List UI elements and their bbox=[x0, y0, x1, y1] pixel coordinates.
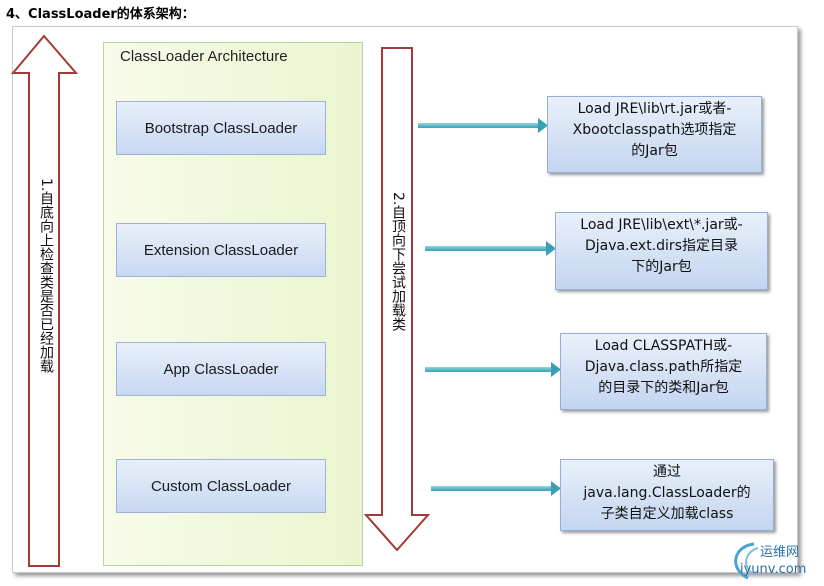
extension-note-line: Load JRE\lib\ext\*.jar或- bbox=[580, 217, 743, 233]
custom-note-line: 通过 bbox=[653, 464, 681, 480]
app-note: Load CLASSPATH或- Djava.class.path所指定 的目录… bbox=[560, 333, 767, 410]
app-note-line: Load CLASSPATH或- bbox=[594, 338, 733, 354]
custom-note-line: java.lang.ClassLoader的 bbox=[583, 485, 751, 501]
bootstrap-note-line: Xbootclasspath选项指定 bbox=[572, 122, 737, 138]
bootstrap-note-line: Load JRE\lib\rt.jar或者- bbox=[577, 101, 732, 117]
bottom-up-arrow bbox=[10, 34, 79, 567]
bootstrap-note-line: 的Jar包 bbox=[631, 143, 678, 159]
extension-note: Load JRE\lib\ext\*.jar或- Djava.ext.dirs指… bbox=[555, 212, 768, 290]
connector-arrow-4 bbox=[431, 481, 561, 496]
watermark-en: iyunv.com bbox=[740, 562, 807, 577]
connector-arrow-3 bbox=[425, 362, 561, 377]
bottom-up-label: 1.自底向上检查类是否已经加载 bbox=[38, 178, 54, 374]
custom-note: 通过 java.lang.ClassLoader的 子类自定义加载class bbox=[560, 459, 774, 531]
app-loader-box: App ClassLoader bbox=[116, 342, 326, 396]
app-note-line: Djava.class.path所指定 bbox=[584, 359, 743, 375]
watermark-logo-icon bbox=[734, 542, 759, 580]
architecture-title: ClassLoader Architecture bbox=[120, 48, 288, 65]
connector-arrow-1 bbox=[418, 118, 548, 133]
top-down-label: 2.自顶向下尝试加载类 bbox=[390, 192, 406, 332]
extension-loader-box: Extension ClassLoader bbox=[116, 223, 326, 277]
custom-note-line: 子类自定义加载class bbox=[600, 506, 734, 522]
bootstrap-loader-box: Bootstrap ClassLoader bbox=[116, 101, 326, 155]
custom-loader-box: Custom ClassLoader bbox=[116, 459, 326, 513]
watermark-cn: 运维网 bbox=[760, 545, 800, 560]
top-down-arrow bbox=[363, 47, 431, 552]
connector-arrow-2 bbox=[425, 241, 556, 256]
section-heading: 4、ClassLoader的体系架构： bbox=[6, 7, 195, 22]
extension-note-line: Djava.ext.dirs指定目录 bbox=[585, 238, 738, 254]
extension-note-line: 下的Jar包 bbox=[631, 259, 692, 275]
bootstrap-note: Load JRE\lib\rt.jar或者- Xbootclasspath选项指… bbox=[547, 96, 762, 173]
app-note-line: 的目录下的类和Jar包 bbox=[598, 380, 729, 396]
